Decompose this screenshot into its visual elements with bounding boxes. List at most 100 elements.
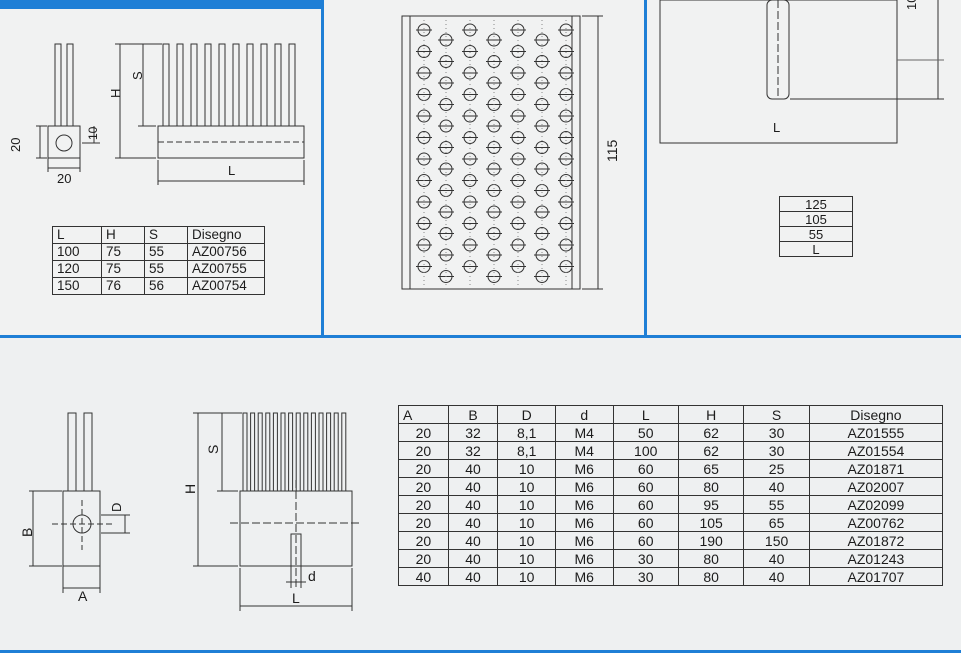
table-cell: 20 (398, 477, 449, 496)
table-header-row: A B D d L H S Disegno (398, 405, 944, 424)
table-cell: 75 (101, 260, 145, 278)
table-cell: AZ01554 (808, 441, 944, 460)
panel-top-right (644, 0, 961, 338)
pin (326, 412, 332, 492)
table-cell: 10 (497, 549, 556, 568)
table-cell: 20 (398, 495, 449, 514)
table-cell: AZ02007 (808, 477, 944, 496)
table-header-cell: L (612, 405, 679, 424)
table-cell: 30 (743, 441, 810, 460)
table-cell: M6 (554, 549, 614, 568)
b-label-A: A (78, 588, 88, 604)
table-header-cell: Disegno (187, 226, 265, 244)
drawing-top-right (659, 0, 944, 144)
table-cell: 62 (677, 441, 745, 460)
table-cell: 120 (52, 260, 102, 278)
table-cell: AZ02099 (808, 495, 944, 514)
table-cell: AZ01872 (808, 531, 944, 550)
table-cell: 30 (743, 423, 810, 442)
table-cell: AZ01871 (808, 459, 944, 478)
table-cell: 190 (677, 531, 745, 550)
table-cell: 40 (398, 567, 449, 586)
table-cell: 40 (743, 549, 810, 568)
table-cell: 60 (612, 495, 679, 514)
table-cell: M4 (554, 423, 614, 442)
table-cell: 60 (612, 531, 679, 550)
table-cell: 20 (398, 423, 449, 442)
table-header-cell: S (743, 405, 810, 424)
table-header-cell: B (447, 405, 499, 424)
tl-label-L: L (228, 163, 236, 178)
table-cell: 10 (497, 567, 556, 586)
table-cell: 65 (677, 459, 745, 478)
tl-label-20-width: 20 (57, 171, 72, 186)
table-cell: 60 (612, 513, 679, 532)
table-cell: 32 (447, 441, 499, 460)
table-cell: M6 (554, 459, 614, 478)
table-cell: 95 (677, 495, 745, 514)
table-cell: 40 (447, 513, 499, 532)
table-cell: 80 (677, 567, 745, 586)
table-row: 150 76 56 AZ00754 (52, 277, 265, 295)
table-header-cell: d (554, 405, 614, 424)
pin (257, 412, 263, 492)
pin (318, 412, 324, 492)
pin (242, 412, 248, 492)
table-cell: 56 (144, 277, 188, 295)
table-cell: 55 (779, 226, 853, 242)
b-label-D: D (109, 502, 124, 512)
table-cell: AZ00755 (187, 260, 265, 278)
table-cell: 80 (677, 477, 745, 496)
tr-label-L: L (773, 120, 781, 135)
table-cell: 8,1 (497, 441, 556, 460)
table-cell: 76 (101, 277, 145, 295)
table-cell: 10 (497, 513, 556, 532)
table-cell: 10 (497, 459, 556, 478)
pin (288, 412, 294, 492)
table-cell: 150 (743, 531, 810, 550)
table-cell: AZ01243 (808, 549, 944, 568)
table-cell: M6 (554, 513, 614, 532)
table-cell: 125 (779, 196, 853, 212)
table-row: 55 (779, 226, 853, 242)
table-cell: 105 (677, 513, 745, 532)
table-cell: AZ00754 (187, 277, 265, 295)
table-cell: 10 (497, 531, 556, 550)
table-cell: 60 (612, 477, 679, 496)
table-cell: 65 (743, 513, 810, 532)
table-row: L (779, 241, 853, 257)
table-cell: 20 (398, 441, 449, 460)
table-cell: 40 (447, 567, 499, 586)
table-cell: 60 (612, 459, 679, 478)
table-cell: 62 (677, 423, 745, 442)
table-cell: 10 (497, 495, 556, 514)
table-cell: 40 (447, 477, 499, 496)
table-row: 120 75 55 AZ00755 (52, 260, 265, 278)
table-cell: 20 (398, 513, 449, 532)
panel-top-center (321, 0, 647, 338)
b-label-L: L (292, 590, 300, 606)
table-cell: AZ00762 (808, 513, 944, 532)
table-cell: M4 (554, 441, 614, 460)
b-label-H: H (182, 483, 198, 494)
table-cell: 20 (398, 531, 449, 550)
table-cell: 50 (612, 423, 679, 442)
b-label-d: d (308, 568, 316, 584)
pin (333, 412, 339, 492)
table-cell: L (779, 241, 853, 257)
table-cell: 150 (52, 277, 102, 295)
table-cell: 40 (447, 495, 499, 514)
table-cell: 40 (447, 549, 499, 568)
table-cell: 30 (612, 549, 679, 568)
table-header-cell: H (677, 405, 745, 424)
table-cell: 40 (743, 477, 810, 496)
table-cell: 100 (612, 441, 679, 460)
table-cell: 30 (612, 567, 679, 586)
